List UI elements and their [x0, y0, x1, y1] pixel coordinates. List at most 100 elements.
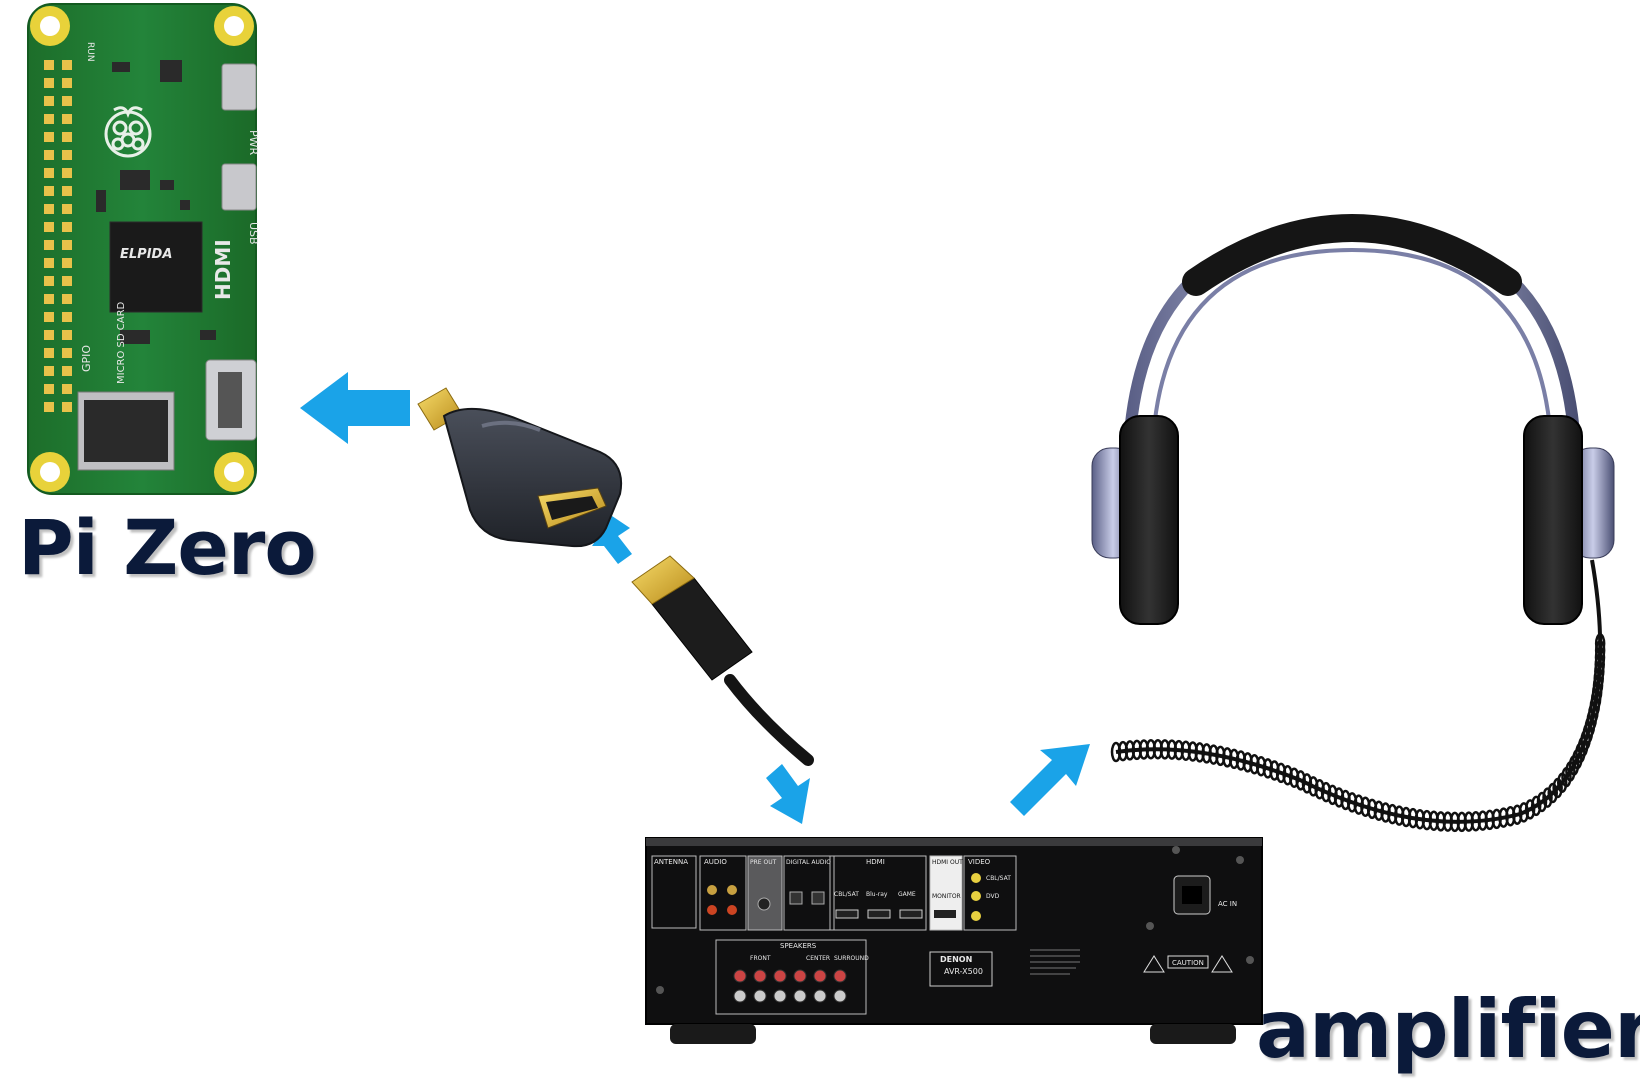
gpio-label: GPIO — [80, 345, 93, 372]
speaker-terminal — [793, 969, 807, 983]
gpio-pad — [44, 402, 54, 412]
gpio-pad — [44, 366, 54, 376]
gpio-pad — [62, 222, 72, 232]
gpio-pad — [62, 366, 72, 376]
gpio-pad — [44, 60, 54, 70]
amp-digital-label: DIGITAL AUDIO — [786, 859, 831, 866]
coil-loop — [1353, 794, 1364, 815]
gpio-pad — [44, 114, 54, 124]
usb-label: USB — [247, 222, 260, 245]
gpio-header — [44, 60, 72, 412]
coil-loop — [1110, 741, 1122, 763]
gpio-pad — [44, 78, 54, 88]
gpio-pad — [44, 186, 54, 196]
amp-audio-label: AUDIO — [704, 858, 727, 866]
amp-bluray-label: Blu-ray — [866, 891, 888, 898]
gpio-pad — [44, 312, 54, 322]
hdmi-board-label: HDMI — [211, 239, 235, 300]
gpio-pad — [62, 78, 72, 88]
speaker-terminal — [813, 969, 827, 983]
amp-center-label: CENTER — [806, 955, 830, 962]
gpio-pad — [44, 132, 54, 142]
coil-loop — [1594, 633, 1606, 654]
gpio-pad — [62, 240, 72, 250]
mounting-holes — [30, 6, 254, 492]
coil-loop — [1536, 791, 1548, 813]
gpio-pad — [62, 258, 72, 268]
speaker-terminal — [733, 969, 747, 983]
gpio-pad — [62, 150, 72, 160]
micro-usb-ports — [221, 63, 257, 211]
amplifier-label: amplifier — [1256, 983, 1640, 1076]
amplifier-rear-panel: ANTENNA AUDIO PRE OUT DIGITAL AUDIO HDMI… — [645, 837, 1263, 1044]
coil-loop — [1275, 762, 1287, 784]
gpio-pad — [44, 276, 54, 286]
amp-brand-label: DENON — [940, 955, 972, 964]
speaker-terminal — [833, 989, 847, 1003]
gpio-pad — [62, 402, 72, 412]
gpio-pad — [44, 204, 54, 214]
coil-loop — [1346, 792, 1358, 813]
amp-cblsat-label: CBL/SAT — [834, 891, 859, 898]
gpio-pad — [44, 258, 54, 268]
coil-loop — [1282, 764, 1293, 786]
gpio-pad — [62, 204, 72, 214]
coil-loop — [1288, 767, 1300, 788]
gpio-pad — [44, 294, 54, 304]
arrow-to-amplifier — [766, 764, 810, 824]
amp-antenna-label: ANTENNA — [654, 858, 688, 866]
gpio-pad — [44, 240, 54, 250]
gpio-pad — [62, 312, 72, 322]
amp-model-label: AVR-X500 — [944, 967, 983, 976]
coil-loop — [1314, 779, 1325, 800]
coiled-cord — [1110, 633, 1606, 833]
gpio-pad — [62, 186, 72, 196]
speaker-terminal — [753, 969, 767, 983]
coil-loop — [1320, 781, 1332, 803]
raspberry-logo-icon — [104, 106, 152, 158]
sd-label: MICRO SD CARD — [116, 301, 127, 384]
amp-game-label: GAME — [898, 891, 916, 898]
speaker-terminal — [793, 989, 807, 1003]
gpio-pad — [62, 330, 72, 340]
gpio-pad — [44, 96, 54, 106]
gpio-pad — [62, 114, 72, 124]
gpio-pad — [44, 384, 54, 394]
gpio-pad — [44, 222, 54, 232]
amp-acin-label: AC IN — [1218, 900, 1237, 908]
amp-surround-label: SURROUND — [834, 955, 869, 962]
gpio-pad — [62, 348, 72, 358]
amp-caution-label: CAUTION — [1172, 959, 1204, 967]
speaker-terminal — [833, 969, 847, 983]
soc-chip — [109, 221, 203, 313]
run-label: RUN — [85, 42, 95, 62]
pi-zero-board: ELPIDA PWR USB HDMI GPIO MICRO SD CARD R… — [27, 3, 260, 495]
amp-front-label: FRONT — [750, 955, 771, 962]
coil-loop — [1327, 784, 1338, 806]
amp-video-dvd: DVD — [986, 893, 1000, 900]
arrow-to-pi — [300, 372, 410, 444]
amp-hdmi-label: HDMI — [866, 858, 885, 866]
amp-video-cblsat: CBL/SAT — [986, 875, 1011, 882]
mini-hdmi-adapter — [417, 387, 622, 548]
coil-loop — [1340, 789, 1351, 811]
speaker-terminals — [733, 969, 847, 1003]
gpio-pad — [62, 276, 72, 286]
gpio-pad — [44, 330, 54, 340]
coil-loop — [1308, 776, 1319, 797]
speaker-terminal — [773, 989, 787, 1003]
amp-monitor-label: MONITOR — [932, 893, 961, 900]
coil-loop — [1524, 799, 1536, 820]
gpio-pad — [62, 294, 72, 304]
gpio-pad — [62, 96, 72, 106]
amp-video-label: VIDEO — [968, 858, 991, 866]
gpio-pad — [44, 150, 54, 160]
coil-loop — [1301, 773, 1313, 794]
gpio-pad — [62, 60, 72, 70]
gpio-pad — [44, 168, 54, 178]
speaker-terminal — [753, 989, 767, 1003]
pi-zero-label: Pi Zero — [18, 503, 317, 592]
coil-loop — [1542, 787, 1553, 808]
coil-loop — [1530, 795, 1542, 817]
